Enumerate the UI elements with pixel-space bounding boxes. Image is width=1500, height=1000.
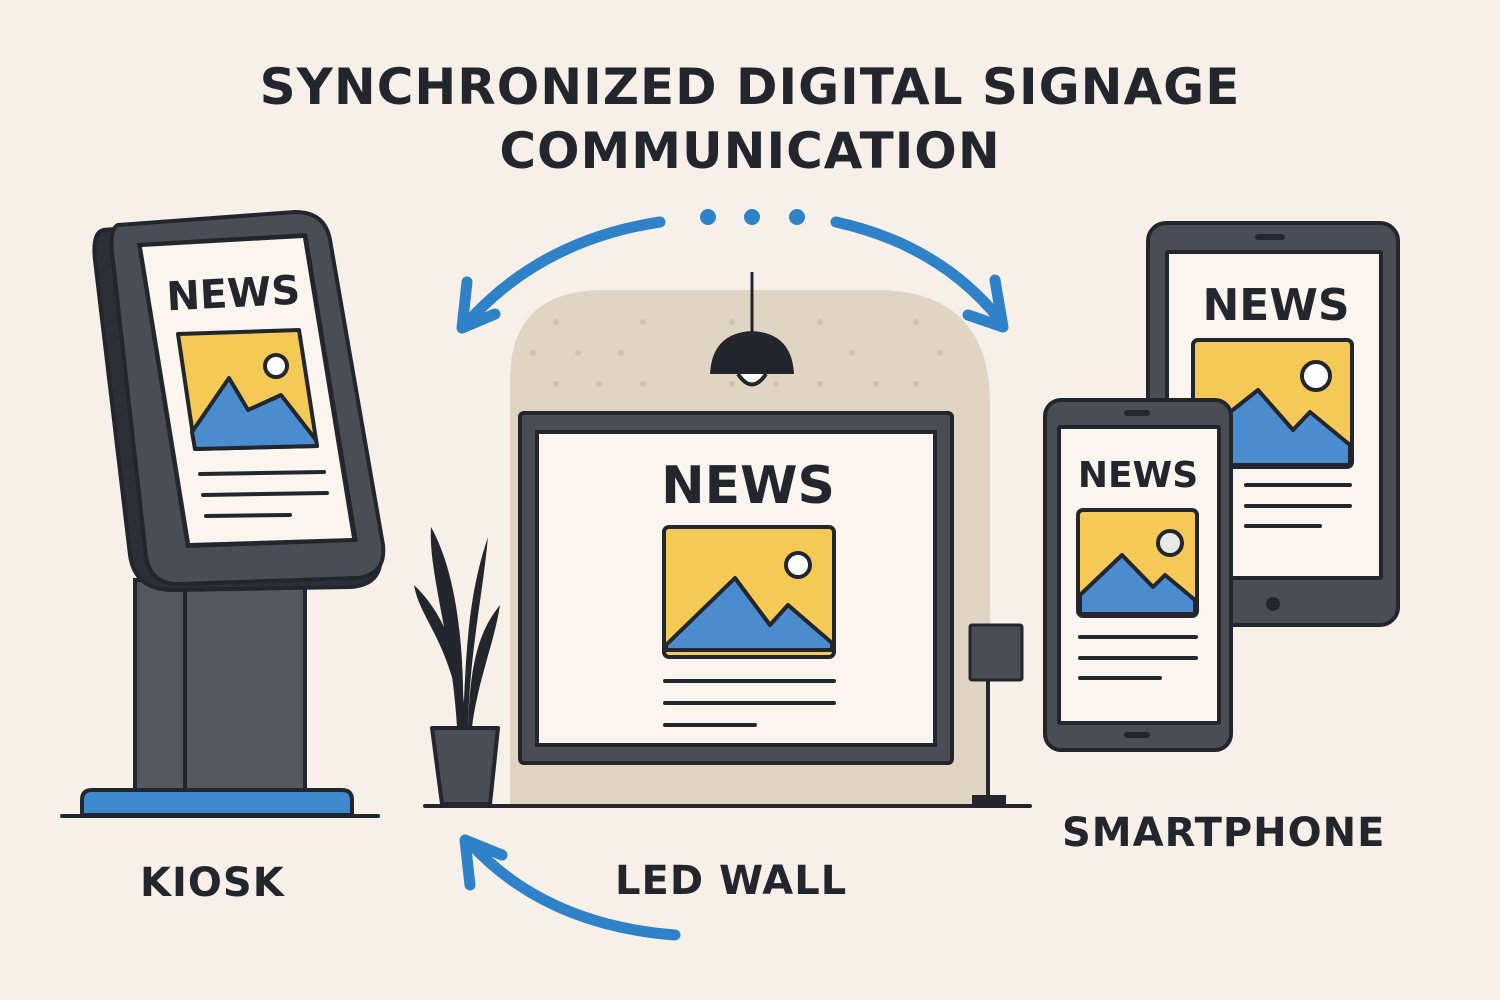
sensor-stand-icon [968,623,1024,805]
kiosk-news-heading: NEWS [165,268,301,321]
led-wall-display: NEWS [518,411,954,765]
kiosk-label: KIOSK [140,860,285,906]
arrowhead-left-icon [456,276,501,334]
page-title-line-2: COMMUNICATION [499,122,1001,180]
smartphone-news-heading: NEWS [1078,455,1198,496]
smartphone-label: SMARTPHONE [1062,810,1386,856]
text-lines [198,470,329,518]
image-placeholder-icon [176,328,319,451]
page-title-line-1: SYNCHRONIZED DIGITAL SIGNAGE [259,58,1241,116]
arrowhead-right-icon [962,274,1009,333]
text-lines [1078,635,1198,680]
pendant-lamp-icon [710,272,794,387]
led-wall-news-heading: NEWS [661,456,835,516]
curved-arrow-right-icon [830,216,1006,326]
image-placeholder-icon [1076,508,1199,618]
plant-icon [414,527,500,806]
tablet-news-heading: NEWS [1202,280,1349,331]
text-lines [1244,483,1352,528]
smartphone-device: NEWS [1043,398,1233,752]
led-wall-label: LED WALL [615,858,848,904]
kiosk-device: NEWS [60,209,386,818]
arrowhead-up-left-icon [459,834,508,891]
curved-arrow-left-icon [459,216,666,331]
text-lines [663,679,836,727]
image-placeholder-icon [662,525,836,659]
ellipsis-dots-icon [700,209,805,225]
sync-arrows [456,216,1009,941]
curved-arrow-up-left-icon [464,837,681,941]
wall-texture-dots [530,319,943,387]
